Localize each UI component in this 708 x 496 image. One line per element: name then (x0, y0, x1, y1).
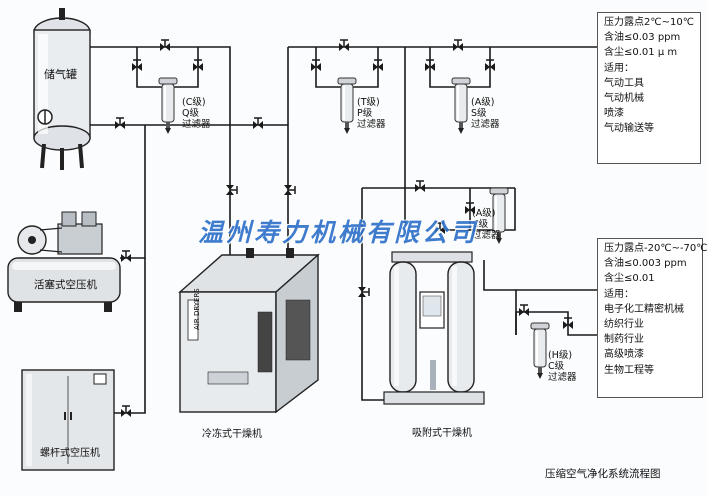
spec-top-line: 气动机械 (604, 93, 644, 105)
adsorption-dryer-label: 吸附式干燥机 (412, 428, 472, 439)
spec-top-line: 喷漆 (604, 108, 624, 120)
spec-top-line: 气动工具 (604, 77, 644, 89)
filter-t-name: 过滤器 (357, 119, 386, 130)
filter-a2-grade: (A级) (472, 208, 496, 219)
spec-box-general: 压力露点2℃~10℃ 含油≤0.03 ppm 含尘≤0.01 μ m 适用： 气… (597, 12, 701, 164)
filter-t-type: P级 (357, 108, 373, 119)
watermark: 温州寿力机械有限公司 (198, 218, 479, 247)
spec-bottom-line: 电子化工精密机械 (604, 303, 684, 315)
spec-bottom-line: 制药行业 (604, 334, 644, 346)
tank-label: 储气罐 (44, 68, 77, 81)
spec-top-line: 含油≤0.03 ppm (604, 32, 681, 44)
spec-bottom-line: 含油≤0.003 ppm (604, 258, 687, 270)
spec-top-line: 含尘≤0.01 μ m (604, 47, 678, 59)
filter-a-name: 过滤器 (471, 119, 500, 130)
spec-top-line: 压力露点2℃~10℃ (604, 17, 694, 28)
filter-label-h: (H级) C级 过滤器 (548, 350, 577, 383)
spec-bottom-line: 纺织行业 (604, 319, 644, 331)
filter-c-grade: (C级) (182, 97, 206, 108)
air-tank (33, 8, 91, 170)
dryer-panel-text: AIR DRYERS (193, 288, 201, 330)
spec-top-line: 适用： (604, 62, 634, 74)
spec-bottom-line: 高级喷漆 (604, 349, 644, 361)
filter-a2-name: 过滤器 (472, 230, 501, 241)
filter-label-a: (A级) S级 过滤器 (471, 97, 500, 130)
screw-compressor (21, 369, 115, 471)
filter-a2-type: C级 (472, 219, 489, 230)
spec-bottom-line: 生物工程等 (604, 364, 654, 376)
spec-bottom-line: 压力露点-20℃~-70℃ (604, 243, 708, 254)
filter-h-grade: (H级) (548, 350, 573, 361)
filter-t-grade: (T级) (357, 97, 380, 108)
screw-compressor-label: 螺杆式空压机 (40, 448, 100, 459)
filter-c-type: Q级 (182, 108, 199, 119)
filter-c-name: 过滤器 (182, 119, 211, 130)
diagram-title: 压缩空气净化系统流程图 (545, 468, 661, 480)
spec-bottom-line: 含尘≤0.01 (604, 273, 655, 285)
piston-compressor (7, 211, 121, 312)
filter-h-type: C级 (548, 361, 565, 372)
filter-label-c: (C级) Q级 过滤器 (182, 97, 211, 130)
filter-label-a2: (A级) C级 过滤器 (472, 208, 501, 241)
filter-h-name: 过滤器 (548, 372, 577, 383)
spec-box-precision: 压力露点-20℃~-70℃ 含油≤0.003 ppm 含尘≤0.01 适用： 电… (597, 238, 708, 398)
filter-a-type: S级 (471, 108, 487, 119)
spec-top-line: 气动输送等 (604, 123, 654, 135)
refrigerated-dryer-label: 冷冻式干燥机 (202, 429, 262, 440)
piston-compressor-label: 活塞式空压机 (34, 279, 97, 291)
filter-label-t: (T级) P级 过滤器 (357, 97, 386, 130)
adsorption-dryer (383, 251, 485, 405)
refrigerated-dryer (178, 248, 320, 414)
spec-bottom-line: 适用： (604, 288, 634, 300)
filter-a-grade: (A级) (471, 97, 495, 108)
